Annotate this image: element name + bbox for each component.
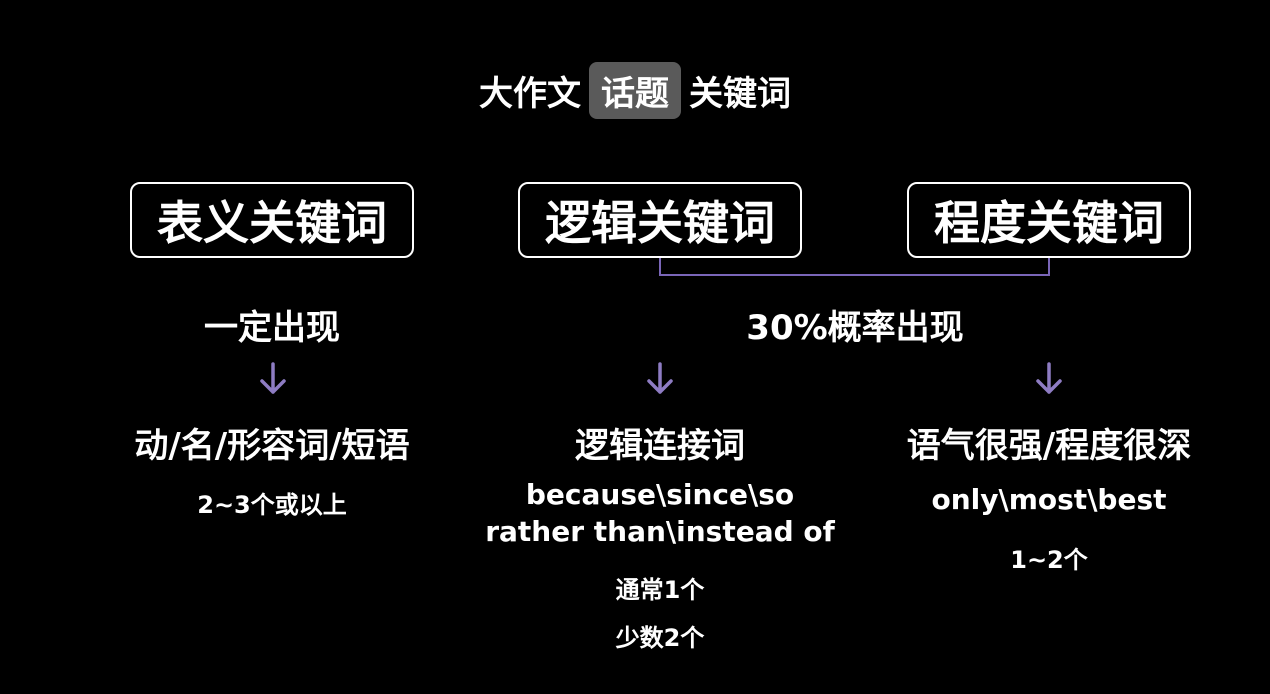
frequency-semantic: 一定出现: [204, 308, 340, 348]
arrow-down-icon: [1036, 362, 1062, 394]
title-prefix: 大作文: [479, 74, 581, 114]
example-degree-1: only\most\best: [931, 483, 1167, 516]
title-suffix: 关键词: [689, 74, 791, 114]
category-box-semantic: 表义关键词: [130, 182, 414, 258]
type-semantic: 动/名/形容词/短语: [134, 426, 410, 466]
page-title: 大作文 话题 关键词: [479, 62, 791, 119]
type-logic: 逻辑连接词: [575, 426, 745, 466]
count-logic-2: 少数2个: [615, 624, 705, 652]
frequency-shared: 30%概率出现: [746, 308, 964, 348]
example-logic-2: rather than\instead of: [485, 515, 835, 548]
count-degree: 1~2个: [1010, 546, 1088, 574]
category-box-degree: 程度关键词: [907, 182, 1191, 258]
category-box-logic: 逻辑关键词: [518, 182, 802, 258]
type-degree: 语气很强/程度很深: [906, 426, 1192, 466]
example-logic-1: because\since\so: [525, 478, 795, 511]
arrow-down-icon: [647, 362, 673, 394]
count-logic-1: 通常1个: [615, 576, 705, 604]
count-semantic: 2~3个或以上: [197, 491, 347, 519]
title-highlight: 话题: [589, 62, 681, 119]
arrow-down-icon: [260, 362, 286, 394]
